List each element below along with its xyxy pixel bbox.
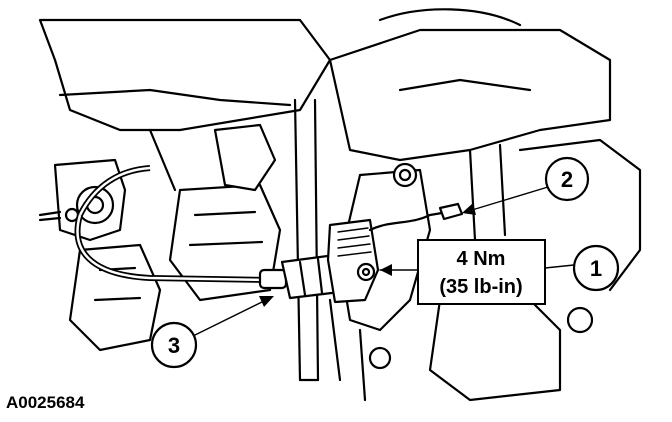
callout-2-number: 2 bbox=[561, 167, 573, 192]
torque-metric: 4 Nm bbox=[457, 248, 506, 270]
figure-id: A0025684 bbox=[6, 393, 85, 412]
callout-2: 2 bbox=[544, 156, 590, 202]
callout-1: 1 bbox=[572, 244, 620, 292]
cable-assembly bbox=[74, 165, 464, 304]
callout-3: 3 bbox=[150, 321, 198, 369]
torque-imperial: (35 lb-in) bbox=[439, 276, 522, 298]
leader-lines bbox=[194, 186, 575, 336]
callout-3-number: 3 bbox=[168, 333, 180, 358]
torque-spec-box: 4 Nm (35 lb-in) bbox=[417, 239, 546, 305]
callout-1-number: 1 bbox=[590, 256, 602, 281]
background-structure bbox=[38, 8, 642, 402]
